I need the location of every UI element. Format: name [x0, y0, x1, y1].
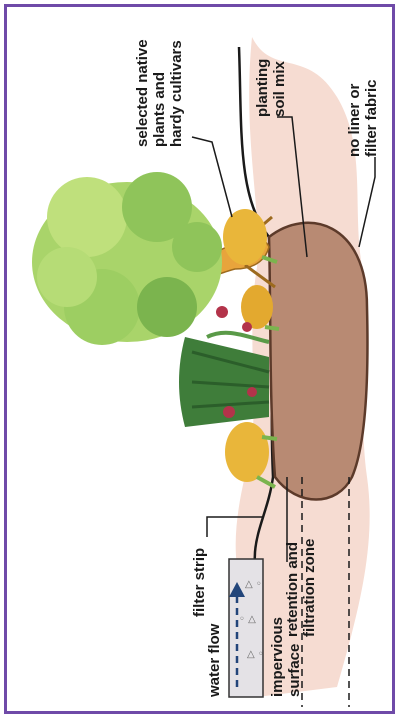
label-planting-soil: planting soil mix	[254, 55, 288, 118]
diagram-frame: △ ◦ ◦ △ △ ◦	[4, 4, 395, 714]
svg-text:△ ◦: △ ◦	[245, 579, 262, 590]
leader-liner	[359, 157, 375, 247]
label-retention-zone: retention and filtration zone	[284, 538, 318, 637]
svg-text:△ ◦: △ ◦	[247, 649, 264, 660]
soil-basin	[269, 223, 367, 500]
tree-icon	[32, 172, 222, 345]
label-filter-strip: filter strip	[191, 548, 208, 617]
label-selected-plants: selected native plants and hardy cultiva…	[134, 35, 185, 147]
svg-text:◦ △: ◦ △	[239, 614, 256, 625]
label-water-flow: water flow	[206, 623, 223, 698]
rain-garden-diagram: △ ◦ ◦ △ △ ◦	[7, 7, 395, 714]
label-no-liner: no liner or filter fabric	[346, 79, 380, 157]
leader-plants	[192, 137, 232, 217]
impervious-surface: △ ◦ ◦ △ △ ◦	[229, 559, 264, 697]
